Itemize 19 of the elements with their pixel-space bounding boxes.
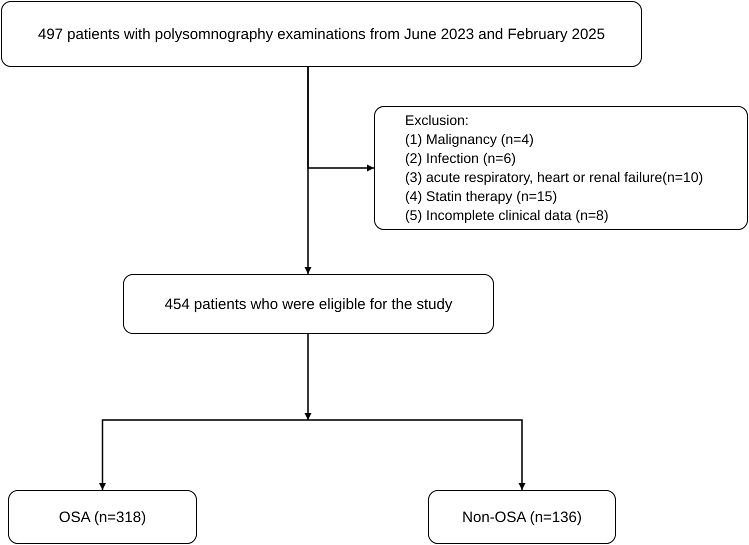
box-text: OSA (n=318) bbox=[58, 508, 146, 526]
arrow bbox=[308, 419, 526, 490]
process-box bbox=[1, 1, 642, 67]
exclusion-box bbox=[374, 106, 748, 230]
list-heading: Exclusion: bbox=[405, 111, 469, 130]
list-item: (4) Statin therapy (n=15) bbox=[405, 187, 558, 206]
process-box bbox=[123, 274, 494, 334]
arrow bbox=[304, 334, 312, 420]
arrow bbox=[307, 67, 374, 172]
box-text: 454 patients who were eligible for the study bbox=[164, 294, 452, 314]
process-box bbox=[8, 490, 197, 544]
arrow bbox=[99, 419, 308, 490]
process-box bbox=[428, 490, 616, 544]
list-item: (5) Incomplete clinical data (n=8) bbox=[405, 206, 608, 225]
box-text: Non-OSA (n=136) bbox=[462, 508, 582, 526]
list-item: (2) Infection (n=6) bbox=[405, 149, 516, 168]
list-item: (1) Malignancy (n=4) bbox=[405, 130, 534, 149]
list-item: (3) acute respiratory, heart or renal failure(n=10) bbox=[405, 168, 704, 187]
box-text: 497 patients with polysomnography examinations from June 2023 and February 2025 bbox=[38, 24, 605, 44]
